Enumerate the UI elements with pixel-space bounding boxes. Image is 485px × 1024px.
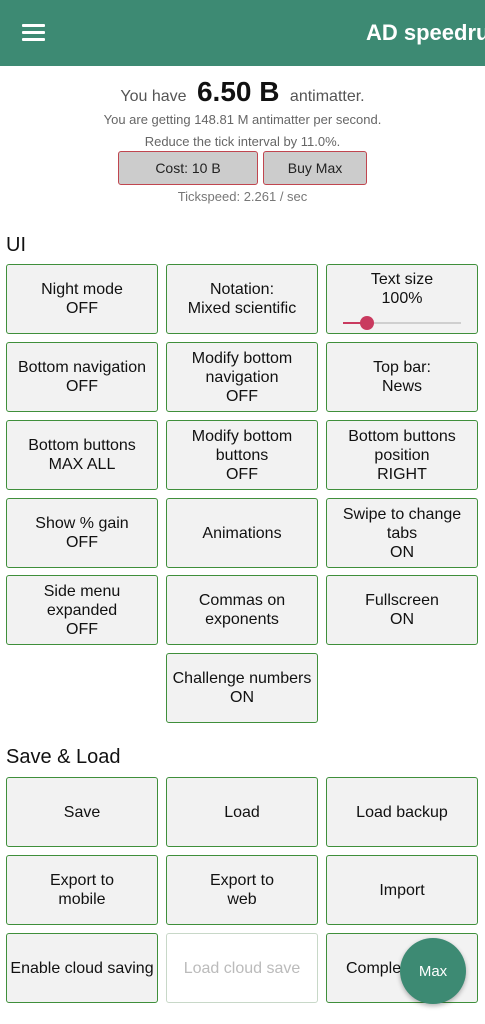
- bottom-buttons-position-button[interactable]: Bottom buttons position RIGHT: [326, 420, 478, 490]
- animations-button[interactable]: Animations: [166, 498, 318, 568]
- slider-thumb[interactable]: [359, 316, 374, 330]
- bottom-buttons-position-label: Bottom buttons position RIGHT: [348, 427, 456, 483]
- you-have-label: You have: [120, 88, 187, 105]
- load-button[interactable]: Load: [166, 777, 318, 847]
- top-app-bar: AD speedru: [0, 0, 485, 66]
- notation-button[interactable]: Notation: Mixed scientific: [166, 264, 318, 334]
- text-size-control: Text size 100%: [326, 264, 478, 334]
- modify-bottom-navigation-label: Modify bottom navigation OFF: [191, 349, 293, 405]
- bottom-buttons-label: Bottom buttons MAX ALL: [28, 437, 136, 473]
- night-mode-button[interactable]: Night mode OFF: [6, 264, 158, 334]
- commas-button[interactable]: Commas on exponents: [166, 575, 318, 645]
- slider-track: [343, 322, 461, 324]
- max-fab-button[interactable]: Max: [400, 938, 466, 1004]
- bottom-navigation-label: Bottom navigation OFF: [17, 359, 147, 395]
- side-menu-button[interactable]: Side menu expanded OFF: [6, 575, 158, 645]
- enable-cloud-saving-button[interactable]: Enable cloud saving: [6, 933, 158, 1003]
- export-mobile-button[interactable]: Export to mobile: [6, 855, 158, 925]
- show-gain-button[interactable]: Show % gain OFF: [6, 498, 158, 568]
- import-label: Import: [379, 881, 425, 899]
- swipe-tabs-label: Swipe to change tabs ON: [342, 505, 462, 561]
- bottom-navigation-button[interactable]: Bottom navigation OFF: [6, 342, 158, 412]
- tickspeed-buy-max-button[interactable]: Buy Max: [263, 151, 367, 185]
- text-size-slider[interactable]: [343, 316, 461, 330]
- text-size-label: Text size 100%: [370, 271, 434, 307]
- save-load-section-title: Save & Load: [6, 746, 121, 768]
- import-button[interactable]: Import: [326, 855, 478, 925]
- modify-bottom-buttons-button[interactable]: Modify bottom buttons OFF: [166, 420, 318, 490]
- load-label: Load: [224, 803, 260, 821]
- modify-bottom-navigation-button[interactable]: Modify bottom navigation OFF: [166, 342, 318, 412]
- swipe-tabs-button[interactable]: Swipe to change tabs ON: [326, 498, 478, 568]
- modify-bottom-buttons-label: Modify bottom buttons OFF: [191, 427, 293, 483]
- export-web-label: Export to web: [209, 872, 275, 908]
- slider-fill: [343, 322, 367, 324]
- antimatter-amount: 6.50 B: [196, 76, 280, 107]
- fullscreen-button[interactable]: Fullscreen ON: [326, 575, 478, 645]
- load-cloud-save-button[interactable]: Load cloud save: [166, 933, 318, 1003]
- load-backup-label: Load backup: [356, 803, 448, 821]
- export-web-button[interactable]: Export to web: [166, 855, 318, 925]
- animations-label: Animations: [202, 524, 282, 542]
- ui-section-title: UI: [6, 234, 26, 256]
- bottom-buttons-button[interactable]: Bottom buttons MAX ALL: [6, 420, 158, 490]
- commas-label: Commas on exponents: [198, 592, 286, 628]
- night-mode-label: Night mode OFF: [41, 281, 123, 317]
- antimatter-rate: You are getting 148.81 M antimatter per …: [103, 112, 382, 127]
- antimatter-label: antimatter.: [289, 88, 365, 105]
- challenge-numbers-button[interactable]: Challenge numbers ON: [166, 653, 318, 723]
- load-backup-button[interactable]: Load backup: [326, 777, 478, 847]
- top-bar-label: Top bar: News: [373, 359, 431, 395]
- app-title: AD speedru: [366, 20, 485, 45]
- fullscreen-label: Fullscreen ON: [365, 592, 439, 628]
- load-cloud-save-label: Load cloud save: [183, 959, 301, 977]
- menu-icon[interactable]: [22, 24, 45, 41]
- save-button[interactable]: Save: [6, 777, 158, 847]
- notation-label: Notation: Mixed scientific: [187, 281, 297, 317]
- antimatter-line: You have 6.50 B antimatter.: [0, 76, 485, 108]
- export-mobile-label: Export to mobile: [49, 872, 115, 908]
- tickspeed-text: Tickspeed: 2.261 / sec: [177, 189, 308, 204]
- side-menu-label: Side menu expanded OFF: [43, 582, 121, 638]
- tickspeed-cost-button[interactable]: Cost: 10 B: [118, 151, 258, 185]
- enable-cloud-saving-label: Enable cloud saving: [10, 959, 154, 977]
- top-bar-button[interactable]: Top bar: News: [326, 342, 478, 412]
- complete-label: Comple: [346, 959, 402, 977]
- save-label: Save: [63, 803, 101, 821]
- show-gain-label: Show % gain OFF: [35, 515, 129, 551]
- tick-reduce-text: Reduce the tick interval by 11.0%.: [144, 134, 341, 149]
- challenge-numbers-label: Challenge numbers ON: [172, 670, 312, 706]
